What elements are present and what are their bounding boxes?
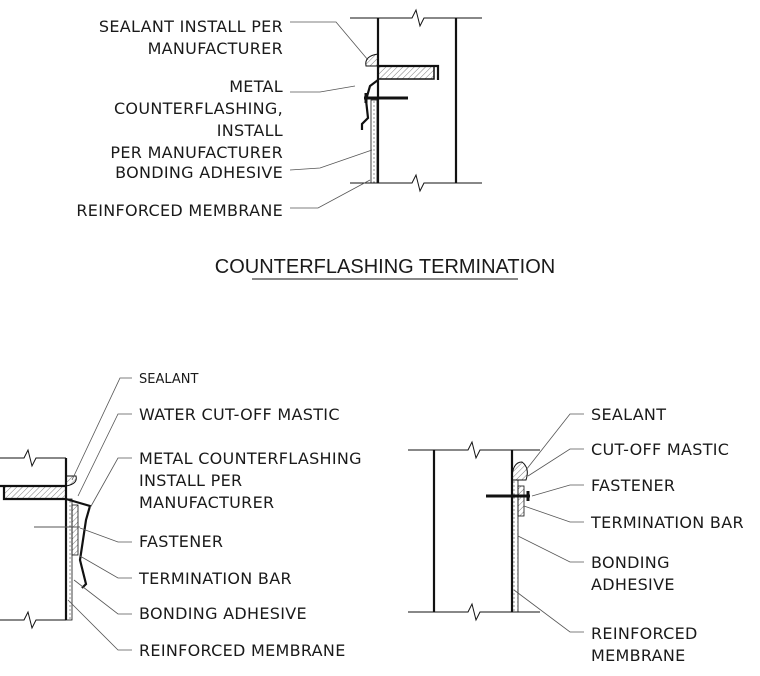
bottom-right-detail-drawing xyxy=(408,440,540,622)
top-detail-drawing xyxy=(350,8,482,193)
bottom-left-detail-drawing xyxy=(0,448,92,630)
label-termination-bar: TERMINATION BAR xyxy=(138,569,292,588)
bottom-right-labels: SEALANT CUT-OFF MASTIC FASTENER TERMINAT… xyxy=(513,405,744,665)
label-sealant-install: SEALANT INSTALL PER xyxy=(99,17,283,36)
label-termination-bar-right: TERMINATION BAR xyxy=(590,513,744,532)
label-membrane: MEMBRANE xyxy=(591,646,686,665)
label-reinforced: REINFORCED xyxy=(591,624,698,643)
label-reinforced-membrane-left: REINFORCED MEMBRANE xyxy=(139,641,346,660)
label-bonding: BONDING xyxy=(591,553,670,572)
label-reinforced-membrane: REINFORCED MEMBRANE xyxy=(76,201,283,220)
label-manufacturer: MANUFACTURER xyxy=(139,493,274,512)
label-sealant: SEALANT xyxy=(139,372,199,387)
label-counterflashing: COUNTERFLASHING, xyxy=(114,99,283,118)
label-bonding-adhesive: BONDING ADHESIVE xyxy=(115,163,283,182)
label-adhesive: ADHESIVE xyxy=(591,575,675,594)
label-cutoff-mastic: CUT-OFF MASTIC xyxy=(591,440,729,459)
label-metal: METAL xyxy=(229,77,283,96)
label-water-cutoff-mastic: WATER CUT-OFF MASTIC xyxy=(139,405,340,424)
diagram-title: COUNTERFLASHING TERMINATION xyxy=(215,256,555,278)
bottom-left-labels: SEALANT WATER CUT-OFF MASTIC METAL COUNT… xyxy=(67,372,362,660)
label-metal-counterflashing: METAL COUNTERFLASHING xyxy=(139,449,362,468)
label-bonding-adhesive-left: BONDING ADHESIVE xyxy=(139,604,307,623)
label-fastener-right: FASTENER xyxy=(591,476,675,495)
label-per-manufacturer: PER MANUFACTURER xyxy=(110,143,283,162)
label-install: INSTALL xyxy=(217,121,283,140)
label-sealant-manufacturer: MANUFACTURER xyxy=(148,39,283,58)
label-sealant-right: SEALANT xyxy=(591,405,666,424)
top-labels: SEALANT INSTALL PER MANUFACTURER METAL C… xyxy=(76,17,373,220)
label-install-per: INSTALL PER xyxy=(139,471,242,490)
label-fastener: FASTENER xyxy=(139,532,223,551)
